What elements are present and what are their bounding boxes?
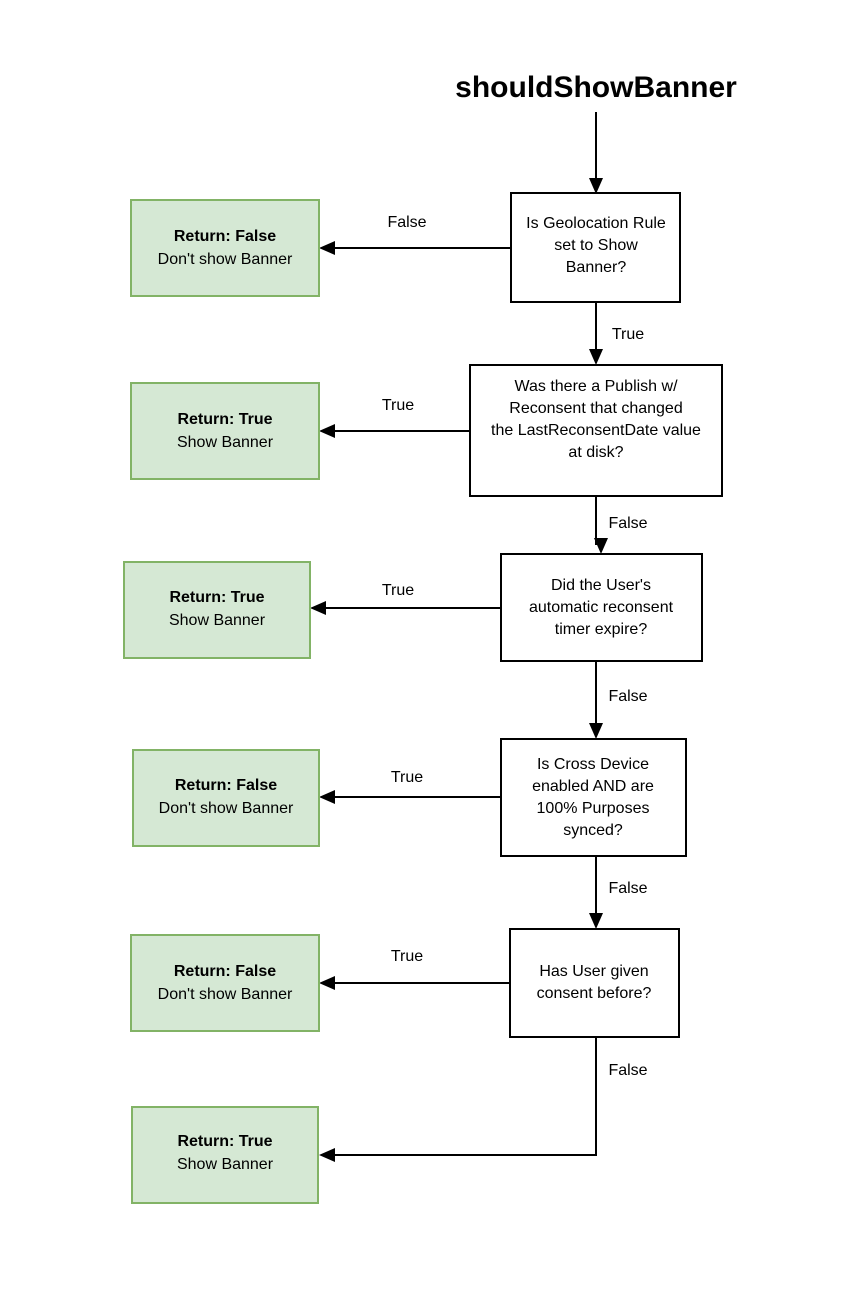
decision-line: Was there a Publish w/ [514, 378, 678, 395]
return-node-true-3[interactable]: Return: True Show Banner [131, 1106, 319, 1204]
arrow-head-icon [319, 1148, 335, 1162]
decision-line: Reconsent that changed [509, 400, 682, 417]
edge-label-d2-r2: True [382, 397, 414, 414]
decision-node-geolocation-rule[interactable]: Is Geolocation Rule set to Show Banner? [510, 192, 681, 303]
decision-line: 100% Purposes [537, 800, 650, 817]
decision-line: enabled AND are [532, 778, 654, 795]
decision-line: synced? [563, 822, 623, 839]
return-title: Return: False [174, 963, 276, 980]
edge-d5-to-r6: False [319, 1037, 648, 1162]
edge-d1-to-d2: True [589, 302, 644, 365]
edge-d2-to-d3: False [594, 496, 648, 554]
return-title: Return: True [177, 411, 272, 428]
node-box[interactable] [123, 561, 311, 659]
edge-label-d5-r6: False [608, 1062, 647, 1079]
edge-d3-to-d4: False [589, 661, 648, 739]
edge-label-d1-d2: True [612, 326, 644, 343]
node-box[interactable] [509, 928, 680, 1038]
arrow-head-icon [319, 424, 335, 438]
decision-line: timer expire? [555, 621, 648, 638]
edge-d4-to-d5: False [589, 856, 648, 929]
arrow-head-icon [319, 790, 335, 804]
decision-node-cross-device[interactable]: Is Cross Device enabled AND are 100% Pur… [500, 738, 687, 857]
decision-line: Is Cross Device [537, 756, 649, 773]
edge-label-d4-r4: True [391, 769, 423, 786]
edge-d5-to-r5: True [319, 948, 510, 990]
return-subtitle: Don't show Banner [158, 251, 293, 268]
node-box[interactable] [130, 934, 320, 1032]
edge-d1-to-r1: False [319, 214, 511, 255]
edge-label-d3-r3: True [382, 582, 414, 599]
return-node-true-1[interactable]: Return: True Show Banner [130, 382, 320, 480]
arrow-head-icon [589, 913, 603, 929]
decision-line: automatic reconsent [529, 599, 674, 616]
return-title: Return: True [177, 1133, 272, 1150]
return-title: Return: True [169, 589, 264, 606]
return-title: Return: False [174, 228, 276, 245]
return-node-false-3[interactable]: Return: False Don't show Banner [130, 934, 320, 1032]
return-node-true-2[interactable]: Return: True Show Banner [123, 561, 311, 659]
node-box[interactable] [130, 382, 320, 480]
decision-line: Did the User's [551, 577, 651, 594]
return-node-false-1[interactable]: Return: False Don't show Banner [130, 199, 320, 297]
decision-line: Is Geolocation Rule [526, 215, 666, 232]
decision-node-reconsent-timer[interactable]: Did the User's automatic reconsent timer… [500, 553, 703, 662]
node-box[interactable] [510, 192, 681, 303]
arrow-head-icon [589, 723, 603, 739]
decision-line: set to Show [554, 237, 638, 254]
node-box[interactable] [131, 1106, 319, 1204]
node-box[interactable] [469, 364, 723, 497]
decision-span: set to [554, 237, 598, 254]
edge-d3-to-r3: True [310, 582, 501, 615]
node-box[interactable] [500, 553, 703, 662]
node-box[interactable] [130, 199, 320, 297]
edge-label-d3-d4: False [608, 688, 647, 705]
decision-span-bold: Banner [566, 259, 618, 276]
decision-line: Has User given [539, 963, 648, 980]
node-box[interactable] [132, 749, 320, 847]
edge-d4-to-r4: True [319, 769, 501, 804]
node-box[interactable] [500, 738, 687, 857]
return-subtitle: Show Banner [169, 612, 266, 629]
arrow-head-icon [319, 976, 335, 990]
return-subtitle: Don't show Banner [159, 800, 294, 817]
page-title: shouldShowBanner [455, 71, 737, 104]
edge-d2-to-r2: True [319, 397, 470, 438]
decision-span: ? [617, 259, 626, 276]
arrow-head-icon [594, 538, 608, 554]
edge-label-d1-r1: False [387, 214, 426, 231]
decision-line: Banner? [566, 259, 627, 276]
edge-label-d4-d5: False [608, 880, 647, 897]
return-subtitle: Show Banner [177, 434, 274, 451]
edge-title-to-d1 [589, 112, 603, 194]
return-subtitle: Don't show Banner [158, 986, 293, 1003]
decision-node-publish-reconsent[interactable]: Was there a Publish w/ Reconsent that ch… [469, 364, 723, 497]
edge-line [328, 1037, 597, 1156]
decision-line: at disk? [568, 444, 623, 461]
return-title: Return: False [175, 777, 277, 794]
return-subtitle: Show Banner [177, 1156, 274, 1173]
edge-label-d5-r5: True [391, 948, 423, 965]
decision-line: the LastReconsentDate value [491, 422, 701, 439]
decision-span-bold: Show [598, 237, 638, 254]
arrow-head-icon [589, 178, 603, 194]
arrow-head-icon [319, 241, 335, 255]
arrow-head-icon [310, 601, 326, 615]
return-node-false-2[interactable]: Return: False Don't show Banner [132, 749, 320, 847]
decision-line: consent before? [537, 985, 652, 1002]
arrow-head-icon [589, 349, 603, 365]
edge-label-d2-d3: False [608, 515, 647, 532]
decision-node-consent-before[interactable]: Has User given consent before? [509, 928, 680, 1038]
